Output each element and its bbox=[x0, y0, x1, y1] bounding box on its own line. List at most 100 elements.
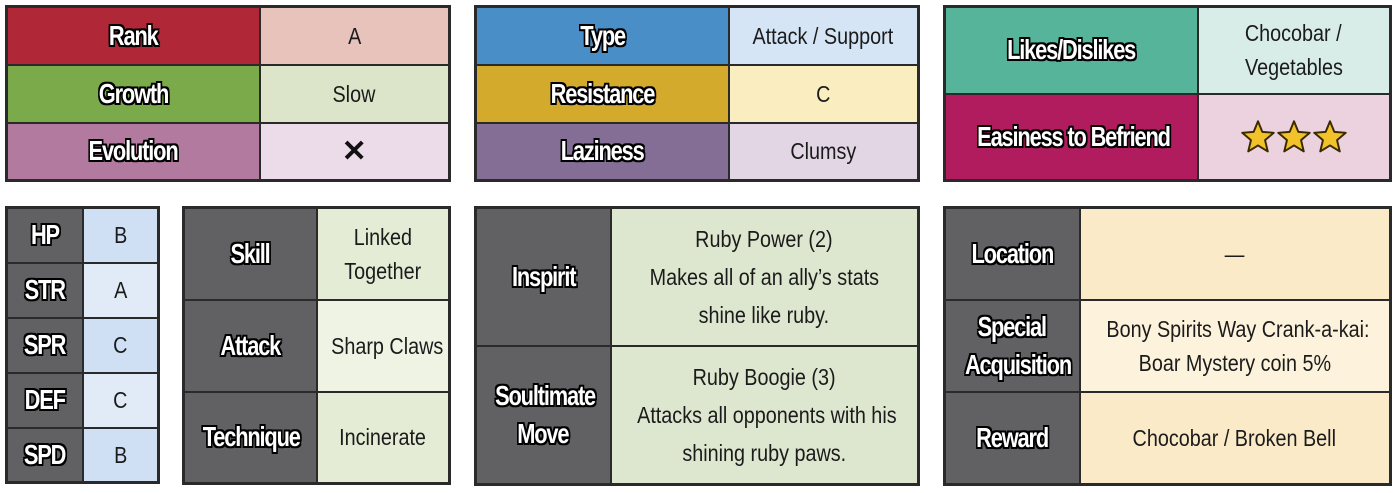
reward-header: Reward bbox=[943, 390, 1081, 486]
skill-header: Skill bbox=[182, 206, 318, 301]
location-label: Location bbox=[971, 237, 1054, 269]
type-header: Type bbox=[474, 5, 730, 66]
technique-value-cell: Incinerate bbox=[315, 390, 451, 485]
attack-value-cell: Sharp Claws bbox=[315, 298, 451, 393]
skill-label: Skill bbox=[230, 237, 271, 269]
reward-label: Reward bbox=[976, 421, 1049, 453]
stat-value: A bbox=[113, 277, 127, 303]
special-label-line2: Acquisition bbox=[964, 348, 1072, 380]
inspirit-value-cell: Ruby Power (2) Makes all of an ally’s st… bbox=[609, 206, 920, 347]
stat-value: C bbox=[113, 332, 128, 358]
soultimate-label-line1: Soultimate bbox=[495, 379, 596, 411]
stat-label: SPD bbox=[24, 438, 67, 470]
soultimate-value-cell: Ruby Boogie (3) Attacks all opponents wi… bbox=[609, 344, 920, 486]
acquisition-table: Location — Special Acquisition Bony Spir… bbox=[943, 206, 1392, 486]
location-value-cell: — bbox=[1078, 206, 1392, 301]
resistance-value: C bbox=[816, 80, 831, 107]
rank-header: Rank bbox=[5, 5, 261, 66]
resistance-value-cell: C bbox=[727, 63, 920, 124]
soultimate-desc-line2: shining ruby paws. bbox=[682, 439, 847, 466]
attack-header: Attack bbox=[182, 298, 318, 393]
stat-str-value-cell: A bbox=[81, 261, 160, 319]
likes-label: Likes/Dislikes bbox=[1007, 34, 1136, 66]
star-rating bbox=[1240, 119, 1348, 155]
stat-str-header: STR bbox=[5, 261, 84, 319]
special-label-line1: Special bbox=[978, 310, 1047, 342]
technique-value: Incinerate bbox=[339, 424, 427, 451]
resistance-header: Resistance bbox=[474, 63, 730, 124]
stat-label: SPR bbox=[24, 329, 67, 360]
likes-value-cell: Chocobar / Vegetables bbox=[1196, 5, 1392, 95]
stats-table: HP B STR A SPR C DEF C SPD B bbox=[5, 206, 160, 484]
special-acquisition-value-cell: Bony Spirits Way Crank-a-kai: Boar Myste… bbox=[1078, 298, 1392, 393]
technique-header: Technique bbox=[182, 390, 318, 485]
reward-value-cell: Chocobar / Broken Bell bbox=[1078, 390, 1392, 486]
star-icon bbox=[1313, 120, 1347, 153]
laziness-value-cell: Clumsy bbox=[727, 121, 920, 182]
star-icon bbox=[1241, 120, 1275, 153]
stat-spr-header: SPR bbox=[5, 316, 84, 374]
stat-hp-value-cell: B bbox=[81, 206, 160, 264]
skills-table: Skill Linked Together Attack Sharp Claws… bbox=[182, 206, 451, 485]
stat-label: HP bbox=[30, 219, 60, 251]
basic-info-table: Rank A Growth Slow Evolution ✕ bbox=[5, 5, 451, 182]
stat-label: DEF bbox=[24, 384, 66, 415]
inspirit-desc-line2: shine like ruby. bbox=[699, 301, 830, 328]
location-header: Location bbox=[943, 206, 1081, 301]
rank-value-cell: A bbox=[258, 5, 451, 66]
evolution-value-cell: ✕ bbox=[258, 121, 451, 182]
stat-spd-header: SPD bbox=[5, 426, 84, 484]
befriend-label: Easiness to Befriend bbox=[977, 120, 1171, 152]
stat-value: B bbox=[113, 441, 127, 468]
resistance-label: Resistance bbox=[550, 77, 655, 109]
technique-label: Technique bbox=[202, 421, 301, 453]
stat-def-value-cell: C bbox=[81, 371, 160, 429]
stat-hp-header: HP bbox=[5, 206, 84, 264]
skill-value-cell: Linked Together bbox=[315, 206, 451, 301]
stat-spr-value-cell: C bbox=[81, 316, 160, 374]
special-acquisition-header: Special Acquisition bbox=[943, 298, 1081, 393]
evolution-label: Evolution bbox=[88, 135, 179, 167]
inspirit-desc-line1: Makes all of an ally’s stats bbox=[649, 263, 879, 290]
soultimate-name: Ruby Boogie (3) bbox=[692, 363, 836, 390]
star-icon bbox=[1277, 120, 1311, 153]
attack-label: Attack bbox=[220, 329, 281, 361]
attack-value: Sharp Claws bbox=[330, 332, 443, 359]
soultimate-label-line2: Move bbox=[517, 417, 570, 449]
type-value-cell: Attack / Support bbox=[727, 5, 920, 66]
special-value-line1: Bony Spirits Way Crank-a-kai: bbox=[1105, 315, 1369, 342]
growth-header: Growth bbox=[5, 63, 261, 124]
type-label: Type bbox=[579, 19, 626, 51]
growth-value: Slow bbox=[332, 80, 376, 107]
stat-value: B bbox=[113, 222, 127, 249]
laziness-value: Clumsy bbox=[790, 138, 857, 165]
befriend-header: Easiness to Befriend bbox=[943, 92, 1199, 182]
type-info-table: Type Attack / Support Resistance C Lazin… bbox=[474, 5, 920, 182]
skill-value-line1: Linked bbox=[353, 223, 412, 250]
soultimate-desc-line1: Attacks all opponents with his bbox=[636, 401, 897, 428]
stat-label: STR bbox=[24, 274, 66, 305]
rank-label: Rank bbox=[108, 19, 159, 51]
laziness-header: Laziness bbox=[474, 121, 730, 182]
stat-value: C bbox=[113, 387, 128, 413]
growth-label: Growth bbox=[98, 77, 170, 109]
spirit-moves-table: Inspirit Ruby Power (2) Makes all of an … bbox=[474, 206, 920, 486]
likes-header: Likes/Dislikes bbox=[943, 5, 1199, 95]
rank-value: A bbox=[347, 22, 361, 49]
special-value-line2: Boar Mystery coin 5% bbox=[1138, 349, 1331, 376]
laziness-label: Laziness bbox=[560, 135, 645, 167]
location-value: — bbox=[1224, 240, 1245, 267]
likes-value-line2: Vegetables bbox=[1244, 54, 1343, 81]
inspirit-name: Ruby Power (2) bbox=[695, 225, 833, 252]
inspirit-label: Inspirit bbox=[511, 260, 577, 292]
reward-value: Chocobar / Broken Bell bbox=[1133, 424, 1337, 451]
likes-value-line1: Chocobar / bbox=[1245, 20, 1343, 47]
evolution-header: Evolution bbox=[5, 121, 261, 182]
inspirit-header: Inspirit bbox=[474, 206, 612, 347]
skill-value-line2: Together bbox=[344, 257, 422, 284]
cross-icon: ✕ bbox=[341, 134, 367, 168]
social-info-table: Likes/Dislikes Chocobar / Vegetables Eas… bbox=[943, 5, 1392, 182]
growth-value-cell: Slow bbox=[258, 63, 451, 124]
type-value: Attack / Support bbox=[752, 22, 894, 49]
soultimate-header: Soultimate Move bbox=[474, 344, 612, 486]
